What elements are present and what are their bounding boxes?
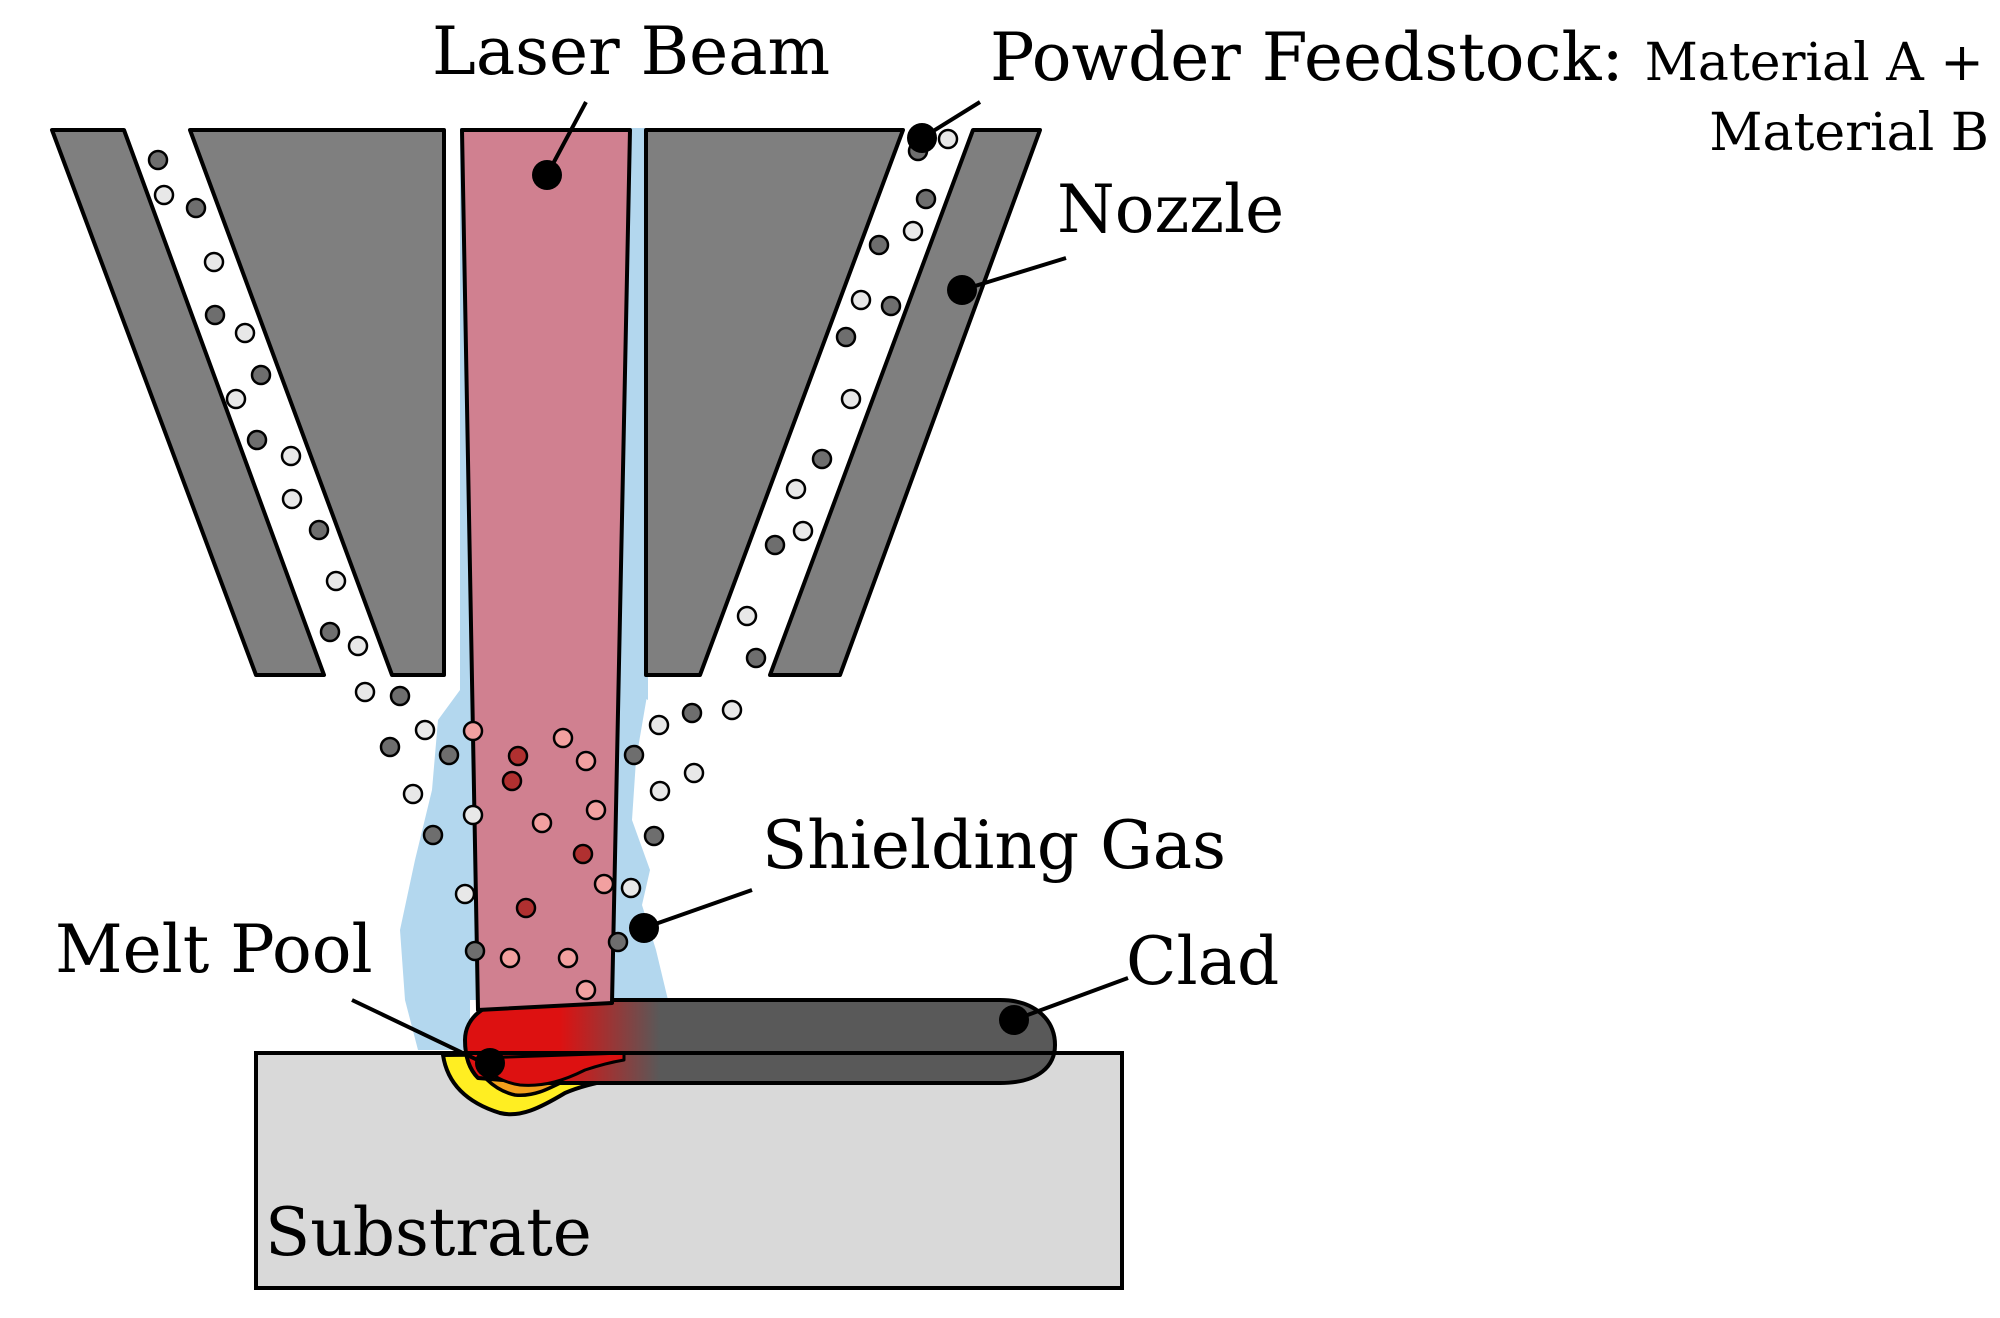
particle-a	[868, 234, 890, 256]
particle-a	[379, 736, 401, 758]
particle-a	[204, 304, 226, 326]
particle-b	[937, 128, 959, 150]
particle-a	[438, 744, 460, 766]
particle-b	[785, 478, 807, 500]
particle-a	[880, 295, 902, 317]
dot-powder-feedstock	[907, 123, 937, 153]
particle-molten	[507, 745, 529, 767]
dot-clad	[999, 1005, 1029, 1035]
particle-b	[354, 681, 376, 703]
label-laser-beam: Laser Beam	[432, 13, 830, 90]
particle-b	[347, 635, 369, 657]
dot-melt-pool	[475, 1048, 505, 1078]
leader-nozzle	[961, 256, 1067, 292]
nozzle-right-outer-wall	[768, 128, 1042, 677]
particle-a	[764, 534, 786, 556]
particle-molten	[462, 720, 484, 742]
powder-particles	[147, 128, 959, 1001]
particle-b	[649, 780, 671, 802]
particle-molten	[552, 727, 574, 749]
particle-b	[402, 783, 424, 805]
particle-molten	[454, 883, 476, 905]
particle-b	[153, 184, 175, 206]
nozzle-left-inner-wall	[188, 128, 446, 677]
particle-a	[389, 685, 411, 707]
particle-b	[850, 289, 872, 311]
label-substrate: Substrate	[265, 1194, 592, 1271]
label-powder-materials-line1: Material A +	[1645, 33, 1984, 93]
particle-b	[225, 388, 247, 410]
label-powder-feedstock: Powder Feedstock: Material A +	[990, 19, 1984, 96]
particle-a	[147, 149, 169, 171]
particle-b	[234, 322, 256, 344]
label-melt-pool: Melt Pool	[55, 911, 373, 988]
leader-shielding-gas	[643, 888, 753, 930]
particle-b	[721, 699, 743, 721]
particle-molten	[515, 897, 537, 919]
particle-molten	[572, 843, 594, 865]
label-powder-materials-line2: Material B	[1709, 103, 1989, 163]
nozzle-right-inner-wall	[644, 128, 905, 677]
nozzle-left-outer-wall	[50, 128, 326, 677]
particle-a	[915, 188, 937, 210]
laser-beam-column	[460, 128, 632, 1012]
leader-melt-pool	[351, 998, 489, 1067]
particle-molten	[557, 947, 579, 969]
particle-a	[250, 364, 272, 386]
particle-a	[422, 824, 444, 846]
particle-molten	[462, 804, 484, 826]
label-powder-colon: :	[1601, 19, 1644, 96]
particle-b	[414, 719, 436, 741]
particle-molten	[464, 940, 486, 962]
substrate-block	[254, 1051, 1124, 1290]
leader-dots	[475, 123, 1029, 1078]
particle-b	[325, 570, 347, 592]
particle-a	[643, 825, 665, 847]
particle-molten	[501, 770, 523, 792]
particle-b	[281, 488, 303, 510]
dot-shielding-gas	[629, 913, 659, 943]
label-clad: Clad	[1126, 923, 1279, 1000]
particle-molten	[499, 947, 521, 969]
particle-a	[607, 931, 629, 953]
dot-nozzle	[947, 275, 977, 305]
label-powder-feedstock-title: Powder Feedstock	[990, 19, 1602, 96]
particle-a	[811, 448, 833, 470]
particle-a	[835, 326, 857, 348]
melt-pool-red-core	[476, 1051, 626, 1087]
particle-b	[203, 251, 225, 273]
label-nozzle: Nozzle	[1057, 171, 1284, 248]
particle-a	[308, 519, 330, 541]
dot-laser-beam	[532, 160, 562, 190]
particle-b	[736, 605, 758, 627]
particle-b	[792, 520, 814, 542]
particle-molten	[531, 812, 553, 834]
leader-clad	[1013, 976, 1129, 1022]
particle-a	[623, 744, 645, 766]
particle-b	[620, 877, 642, 899]
particle-b	[902, 220, 924, 242]
particle-molten	[575, 979, 597, 1001]
particle-b	[683, 762, 705, 784]
particle-a	[319, 621, 341, 643]
particle-a	[246, 429, 268, 451]
particle-molten	[575, 750, 597, 772]
particle-a	[745, 647, 767, 669]
label-shielding-gas: Shielding Gas	[762, 807, 1226, 884]
particle-a	[681, 702, 703, 724]
particle-b	[280, 445, 302, 467]
particle-b	[648, 714, 670, 736]
particle-molten	[593, 873, 615, 895]
particle-molten	[585, 799, 607, 821]
particle-b	[840, 388, 862, 410]
particle-a	[185, 197, 207, 219]
